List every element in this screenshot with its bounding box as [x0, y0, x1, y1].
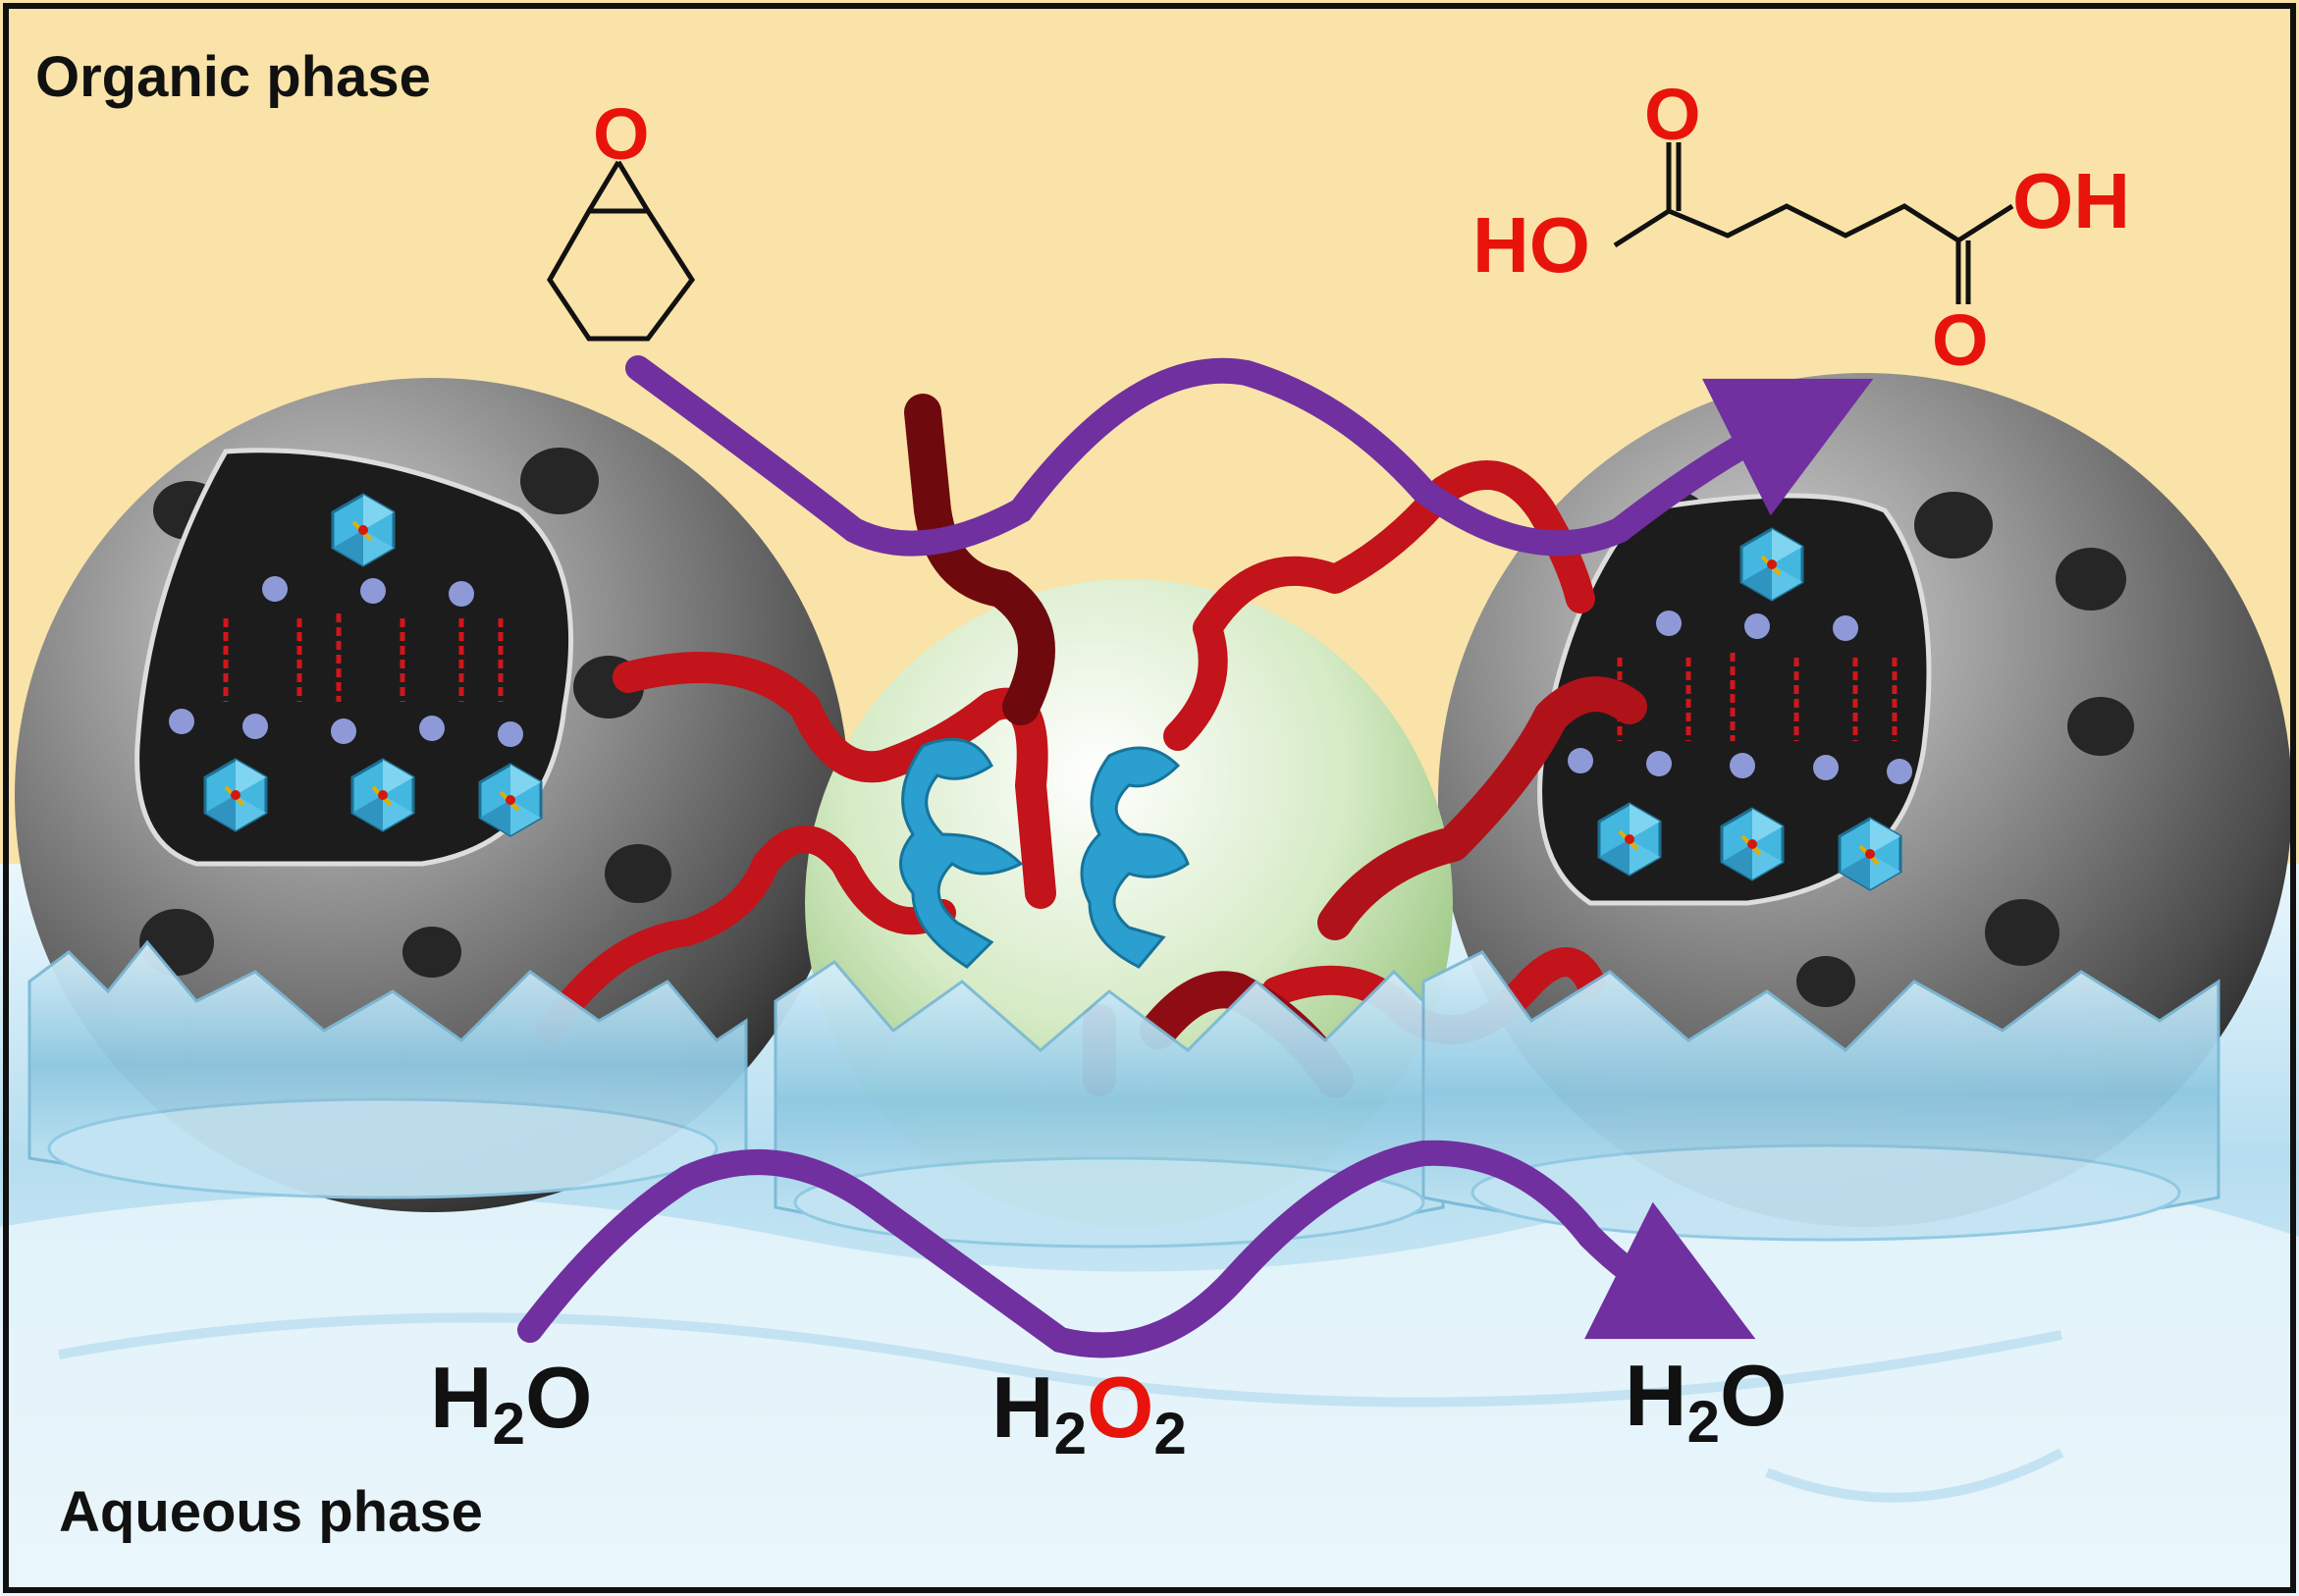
right-water-sub: 2 — [1686, 1388, 1720, 1455]
aqueous-flow-arrow — [517, 1140, 1756, 1358]
epoxide-structure — [547, 160, 696, 342]
left-water-label: H2O — [430, 1355, 592, 1454]
organic-phase-label: Organic phase — [35, 45, 431, 109]
peroxide-h: H — [991, 1358, 1054, 1456]
acid-ho: HO — [1472, 201, 1590, 289]
water-splash — [27, 939, 2220, 1249]
left-water-o: O — [524, 1349, 593, 1446]
peroxide-o: O — [1086, 1358, 1154, 1456]
right-water-o: O — [1719, 1347, 1788, 1444]
left-water-sub: 2 — [492, 1390, 525, 1457]
adipic-acid-structure — [1613, 142, 2014, 304]
right-water-h: H — [1625, 1347, 1687, 1444]
epoxide-oxygen: O — [593, 93, 650, 175]
acid-carbonyl-o-top: O — [1644, 74, 1701, 155]
acid-carbonyl-o-bottom: O — [1932, 299, 1989, 381]
right-water-label: H2O — [1625, 1353, 1787, 1452]
organic-flow-arrow — [625, 355, 1874, 557]
figure-border — [3, 3, 2296, 1593]
aqueous-phase-label: Aqueous phase — [59, 1480, 483, 1544]
peroxide-sub2: 2 — [1153, 1400, 1187, 1466]
peroxide-label: H2O2 — [991, 1364, 1187, 1463]
acid-oh: OH — [2012, 157, 2130, 244]
blue-helices — [899, 737, 1190, 969]
left-water-h: H — [430, 1349, 493, 1446]
peroxide-sub1: 2 — [1053, 1400, 1087, 1466]
